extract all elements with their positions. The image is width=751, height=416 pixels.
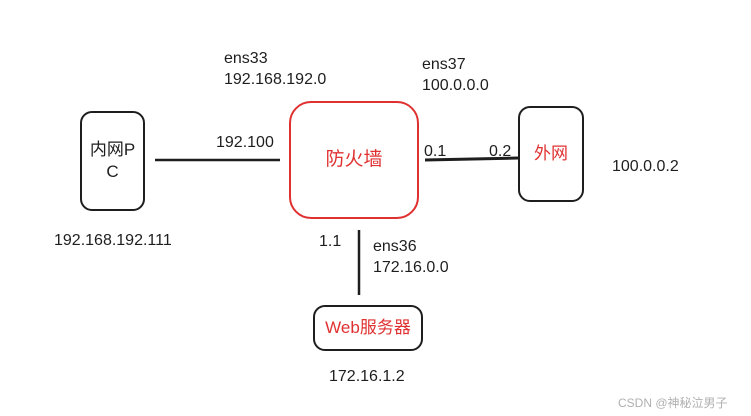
ens37-name: ens37: [422, 56, 466, 73]
watermark: CSDN @神秘泣男子: [618, 396, 728, 410]
web-server-label: Web服务器: [325, 318, 411, 337]
internet-ip: 100.0.0.2: [612, 158, 679, 175]
pc-label-line2: C: [106, 162, 119, 181]
link-firewall-internet: [424, 156, 519, 162]
ens37-network: 100.0.0.0: [422, 77, 489, 94]
ens33-name: ens33: [224, 50, 268, 67]
firewall-label: 防火墙: [325, 149, 383, 170]
internet-node[interactable]: 外网: [518, 106, 584, 202]
internet-label: 外网: [534, 144, 568, 163]
web-server-node[interactable]: Web服务器: [313, 305, 423, 351]
firewall-ens37-ip: 0.1: [424, 143, 447, 160]
pc-ip: 192.168.192.111: [54, 232, 172, 249]
pc-label-line1: 内网P: [89, 140, 136, 159]
web-server-ip: 172.16.1.2: [329, 368, 405, 385]
firewall-ens33-ip: 192.100: [216, 134, 274, 151]
ens36-name: ens36: [373, 238, 417, 255]
firewall-ens36-ip: 1.1: [319, 233, 342, 250]
ens33-network: 192.168.192.0: [224, 71, 327, 88]
ens36-network: 172.16.0.0: [373, 259, 449, 276]
internet-ip-suffix: 0.2: [489, 143, 512, 160]
pc-node[interactable]: 内网P C: [80, 111, 145, 211]
firewall-node[interactable]: 防火墙: [289, 101, 419, 219]
